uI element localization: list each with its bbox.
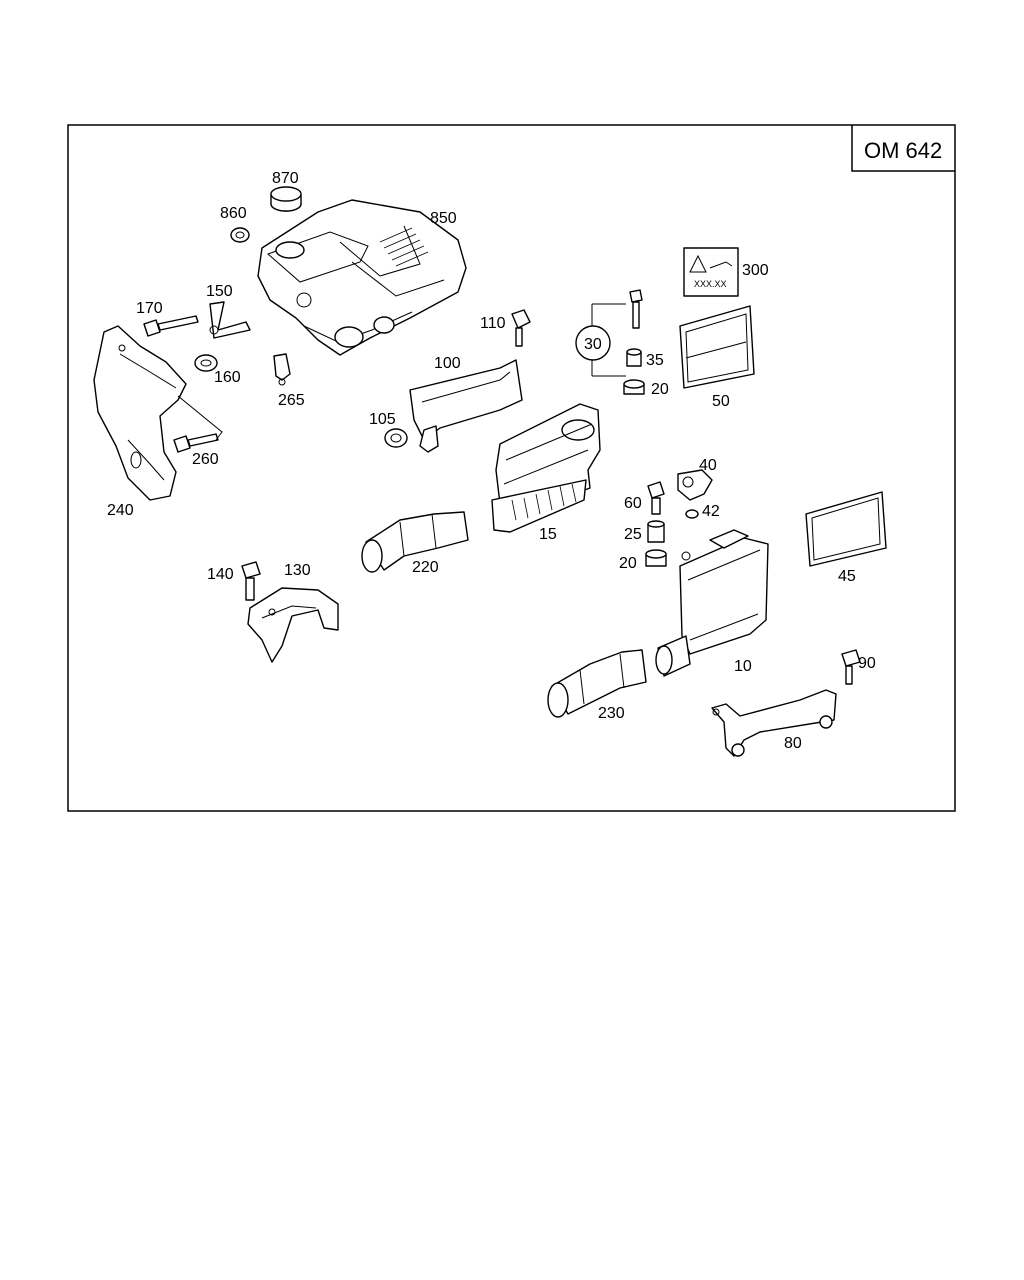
shield-130 [247,587,339,663]
grommet-160 [194,354,218,372]
filter-element-50 [679,305,755,389]
cap-870 [270,186,302,212]
warning-label-300: XXX.XX [683,247,739,297]
label-20-lower: 20 [619,555,637,572]
warning-label-text: XXX.XX [694,279,727,289]
label-240: 240 [107,502,134,519]
kit-30 [575,289,643,377]
label-170: 170 [136,300,163,317]
label-10: 10 [734,658,752,675]
label-35: 35 [646,352,664,369]
clip-265 [273,353,291,386]
intake-hose-230 [547,649,647,718]
engine-code: OM 642 [864,138,942,163]
sensor-40 [677,469,713,501]
label-160: 160 [214,369,241,386]
label-130: 130 [284,562,311,579]
leader-260 [177,395,223,441]
o-ring-42 [685,509,699,519]
bracket-150 [209,301,251,339]
label-15: 15 [539,526,557,543]
engine-cover-850 [257,199,467,356]
bracket-80 [711,689,837,757]
label-220: 220 [412,559,439,576]
bolt-170 [143,315,199,337]
label-870: 870 [272,170,299,187]
intake-hose-220 [361,511,469,573]
bolt-260 [173,433,219,453]
label-230: 230 [598,705,625,722]
air-filter-housing-15 [491,403,601,533]
grommet-860 [230,227,250,243]
label-90: 90 [858,655,876,672]
bolt-110 [511,309,531,347]
bracket-100 [409,359,523,453]
diagram-frame [67,124,956,812]
label-100: 100 [434,355,461,372]
bolt-60 [647,481,665,515]
bolt-90 [841,649,861,685]
bushing-35 [626,348,642,367]
label-860: 860 [220,205,247,222]
label-260: 260 [192,451,219,468]
label-40: 40 [699,457,717,474]
bushing-25 [647,520,665,543]
label-60: 60 [624,495,642,512]
label-25: 25 [624,526,642,543]
air-filter-housing-10 [655,529,769,677]
label-150: 150 [206,283,233,300]
label-20-upper: 20 [651,381,669,398]
label-265: 265 [278,392,305,409]
label-80: 80 [784,735,802,752]
label-45: 45 [838,568,856,585]
label-30: 30 [584,336,602,353]
label-140: 140 [207,566,234,583]
label-50: 50 [712,393,730,410]
label-850: 850 [430,210,457,227]
label-300: 300 [742,262,769,279]
label-105: 105 [369,411,396,428]
filter-element-45 [805,491,887,567]
engine-code-box: OM 642 [851,125,955,172]
grommet-20-lower [645,549,667,567]
label-110: 110 [480,315,506,332]
grommet-105 [384,428,408,448]
label-42: 42 [702,503,720,520]
bolt-140 [241,561,261,601]
grommet-20-upper [623,379,645,395]
shield-240 [93,325,187,501]
